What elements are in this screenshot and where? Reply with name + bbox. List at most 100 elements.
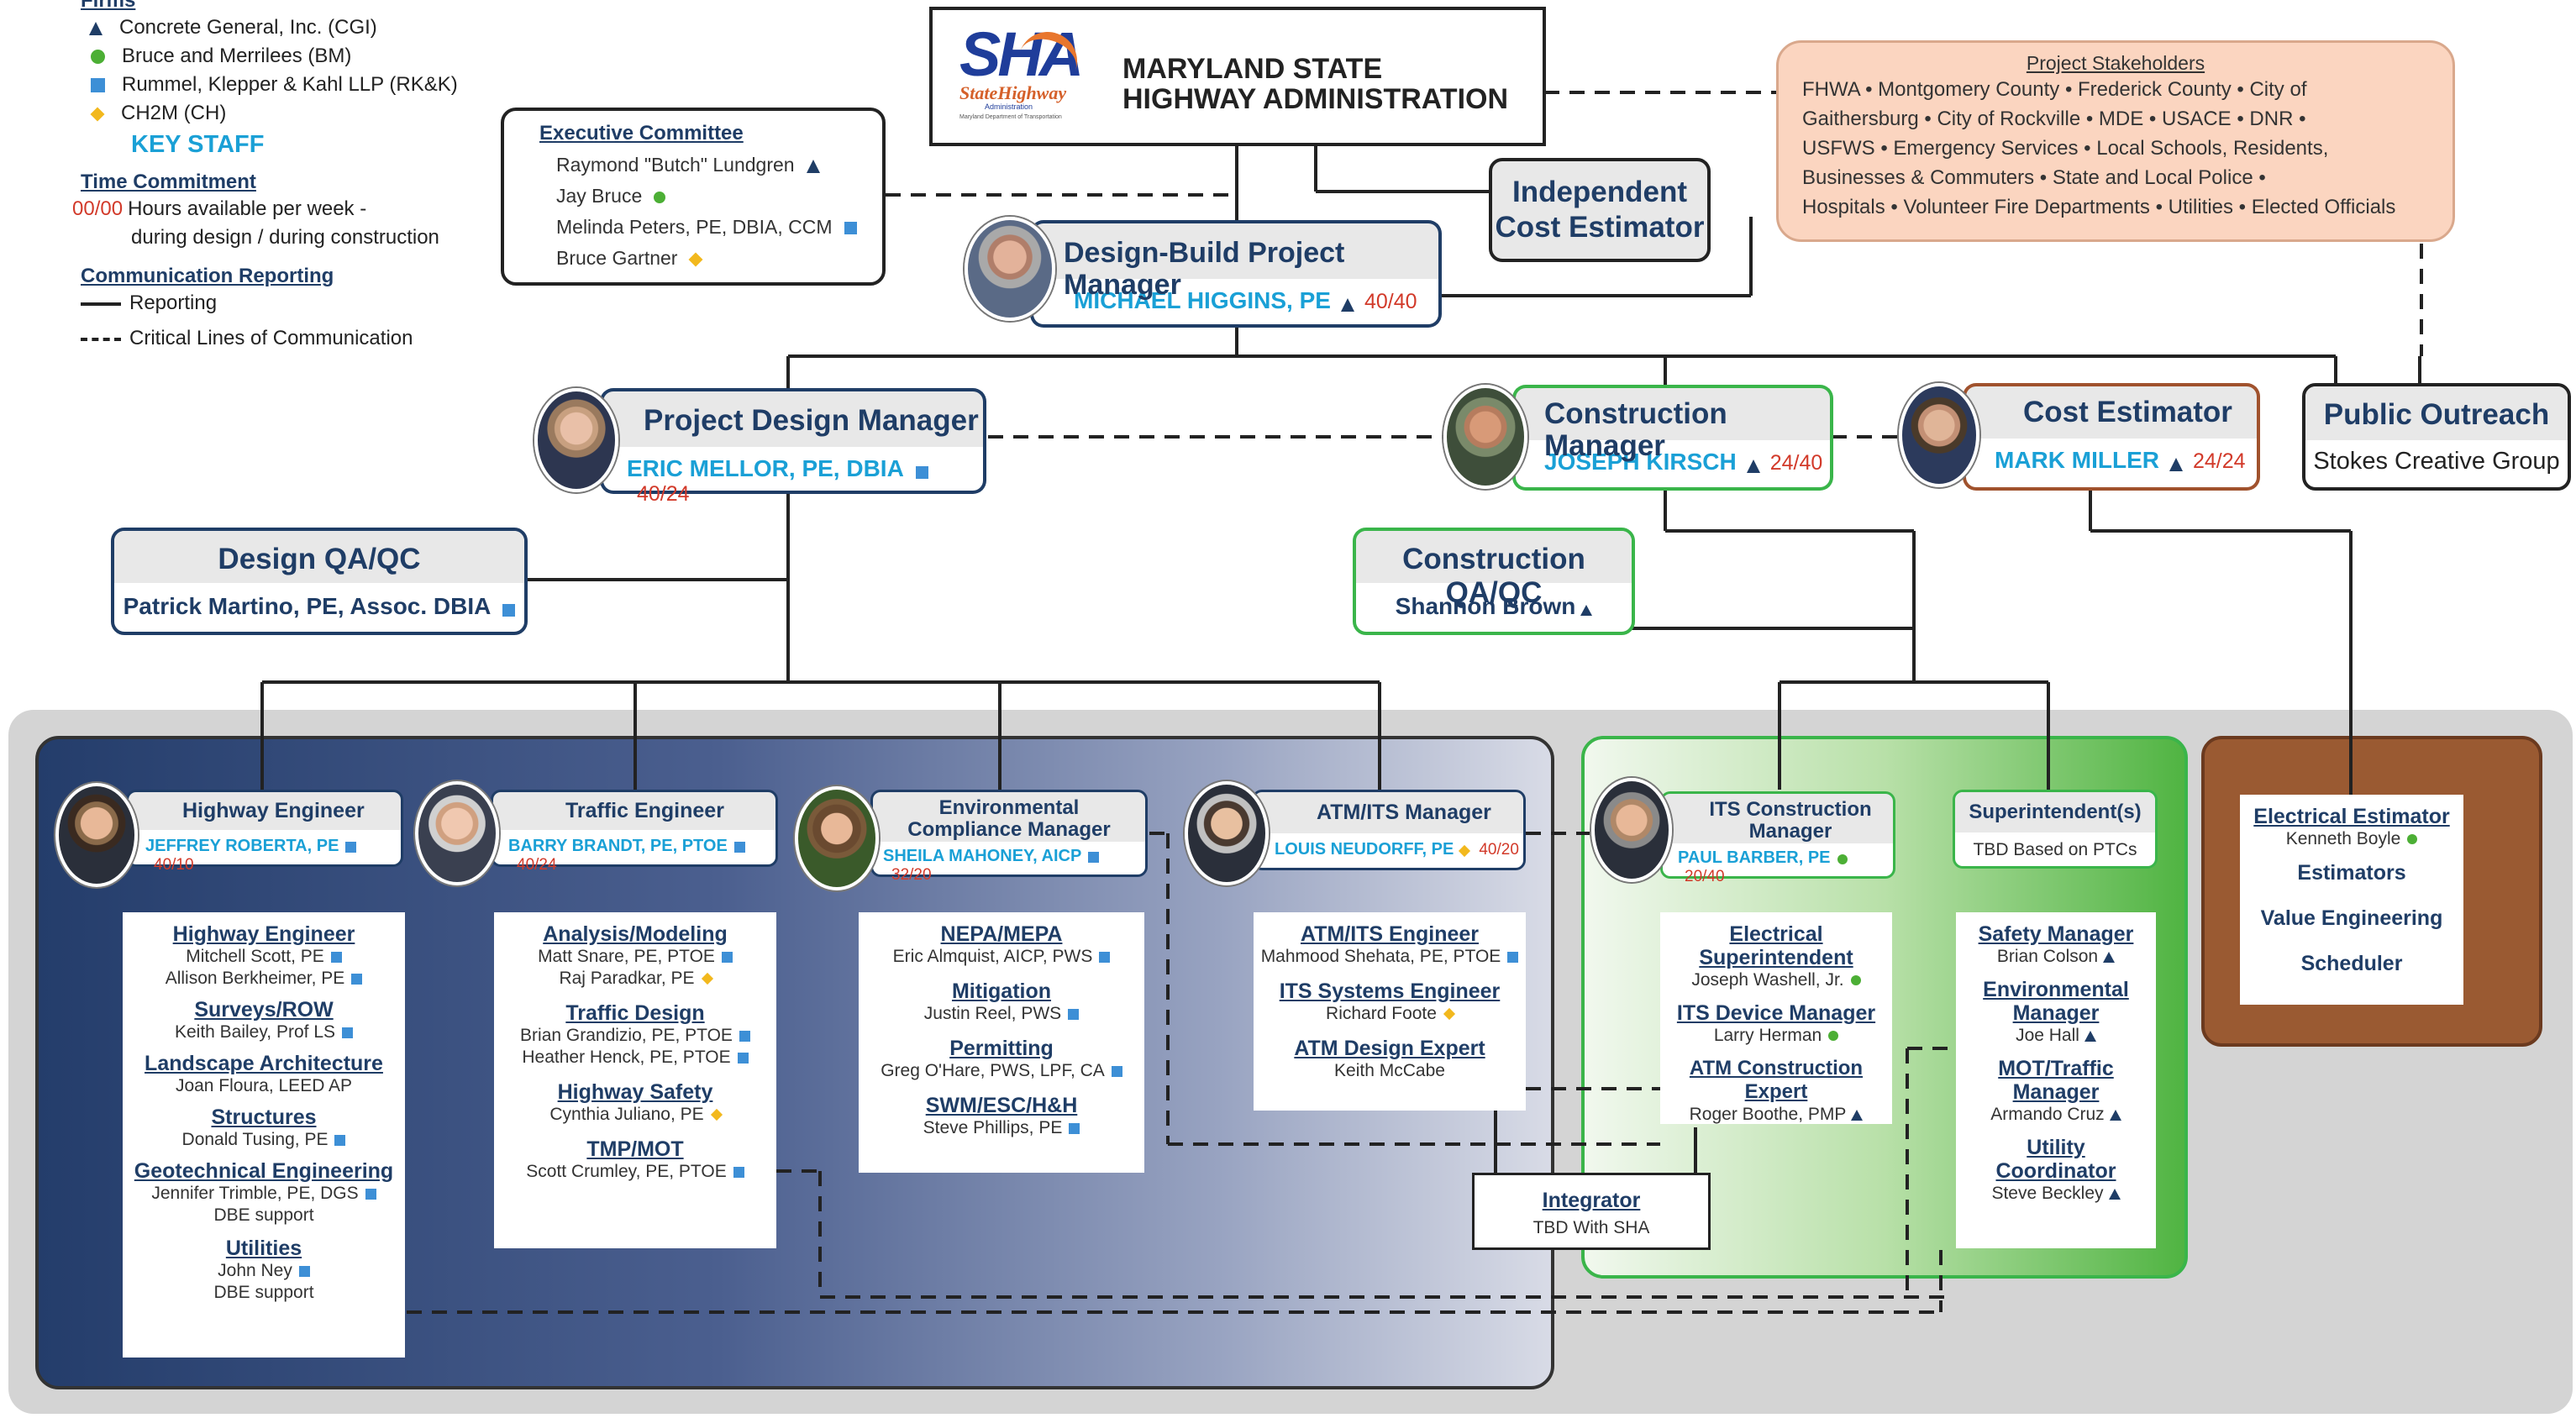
sub-section-title: ATM Construction Expert xyxy=(1689,1057,1864,1103)
cm-title-box: Construction Manager xyxy=(1512,385,1833,462)
circle-icon xyxy=(654,191,666,203)
its-construction-staff-box: Electrical Superintendent Joseph Washell… xyxy=(1660,912,1892,1124)
estimating-person: Kenneth Boyle xyxy=(2240,828,2463,850)
square-icon xyxy=(334,1134,346,1146)
design-qaqc-name: Patrick Martino, PE, Assoc. DBIA xyxy=(123,593,492,619)
sub-section-person: Richard Foote xyxy=(1254,1003,1526,1025)
sub-section-person: Keith Bailey, Prof LS xyxy=(123,1021,405,1043)
traffic-name: BARRY BRANDT, PE, PTOE xyxy=(508,837,728,855)
sub-section-title: Highway Safety xyxy=(557,1080,713,1104)
stakeholders-line: Gaithersburg • City of Rockville • MDE •… xyxy=(1802,108,2306,130)
its-construction-name-box: PAUL BARBER, PE20/40 xyxy=(1660,842,1895,885)
ce-title: Cost Estimator xyxy=(2023,396,2232,428)
environmental-name-box: SHEILA MAHONEY, AICP32/20 xyxy=(870,840,1148,884)
sub-section-person: Steve Phillips, PE xyxy=(859,1117,1144,1139)
traffic-hours: 40/24 xyxy=(517,856,557,874)
sub-section-person: Joe Hall xyxy=(1956,1025,2156,1047)
diamond-icon xyxy=(1459,844,1471,857)
integrator-box: Integrator TBD With SHA xyxy=(1472,1173,1711,1250)
environmental-photo xyxy=(795,786,879,890)
superintendent-name: TBD Based on PTCs xyxy=(1973,840,2137,859)
square-icon xyxy=(298,1265,310,1277)
its-construction-title-box: ITS Construction Manager xyxy=(1660,791,1895,843)
triangle-icon xyxy=(806,159,820,173)
sub-section-person: Raj Paradkar, PE xyxy=(494,968,776,990)
traffic-title-box: Traffic Engineer xyxy=(491,790,778,830)
atm-photo xyxy=(1185,781,1269,885)
outreach-name: Stokes Creative Group xyxy=(2313,448,2560,475)
square-icon xyxy=(1069,1122,1080,1134)
its-construction-title-1: ITS Construction xyxy=(1709,798,1872,821)
square-icon xyxy=(351,973,363,985)
sub-section-title: Environmental Manager xyxy=(1983,978,2129,1025)
highway-title: Highway Engineer xyxy=(182,799,365,822)
integrator-title: Integrator xyxy=(1542,1189,1641,1212)
integrator-name: TBD With SHA xyxy=(1532,1218,1650,1237)
legend-firm-rkk: Rummel, Klepper & Kahl LLP (RK&K) xyxy=(81,71,518,99)
sub-section-person: Justin Reel, PWS xyxy=(859,1003,1144,1025)
sub-section-person: Mitchell Scott, PE xyxy=(123,946,405,968)
outreach-title-bg: Public Outreach xyxy=(2305,386,2568,440)
sub-section-title: Geotechnical Engineering xyxy=(134,1159,394,1183)
design-qaqc-box: Design QA/QC Patrick Martino, PE, Assoc.… xyxy=(111,528,528,635)
legend-key-staff: KEY STAFF xyxy=(131,131,265,158)
construction-qaqc-title: Construction QA/QC xyxy=(1402,543,1585,609)
sub-section-title: Analysis/Modeling xyxy=(543,922,728,946)
square-icon xyxy=(91,78,105,93)
sub-section-title: Electrical Superintendent xyxy=(1699,922,1853,969)
sha-name-line2: HIGHWAY ADMINISTRATION xyxy=(1122,83,1509,115)
legend-firms-label: Firms xyxy=(81,0,136,12)
executive-committee-box: Executive Committee Raymond "Butch" Lund… xyxy=(501,108,886,286)
construction-qaqc-title-bg: Construction QA/QC xyxy=(1356,531,1632,609)
square-icon xyxy=(1507,951,1519,963)
sub-section-title: ITS Device Manager xyxy=(1676,1001,1876,1025)
superintendent-staff-box: Safety Manager Brian Colson Environmenta… xyxy=(1956,912,2156,1248)
its-construction-photo xyxy=(1591,778,1672,882)
square-icon xyxy=(330,951,342,963)
legend-firm-bm: Bruce and Merrilees (BM) xyxy=(81,42,518,71)
legend-firm-cgi: Concrete General, Inc. (CGI) xyxy=(81,13,518,42)
exec-member: Melinda Peters, PE, DBIA, CCM xyxy=(556,212,882,243)
superintendent-box: Superintendent(s) TBD Based on PTCs xyxy=(1953,790,2158,869)
square-icon xyxy=(1099,951,1111,963)
its-construction-title-2: Manager xyxy=(1748,820,1832,843)
environmental-title-2: Compliance Manager xyxy=(907,818,1111,841)
stakeholders-line: FHWA • Montgomery County • Frederick Cou… xyxy=(1802,78,2307,101)
stakeholders-title: Project Stakeholders xyxy=(2026,52,2205,74)
environmental-hours: 32/20 xyxy=(891,866,932,884)
sub-section-person: Donald Tusing, PE xyxy=(123,1129,405,1151)
square-icon xyxy=(1068,1008,1080,1020)
design-qaqc-title-bg: Design QA/QC xyxy=(114,531,524,583)
atm-title-box: ATM/ITS Manager xyxy=(1252,790,1526,833)
sub-section-title: Structures xyxy=(211,1106,317,1129)
ice-line1: Independent xyxy=(1511,176,1688,208)
triangle-icon xyxy=(2108,1188,2121,1200)
sub-section-title: Utilities xyxy=(225,1237,302,1260)
sha-logo-tiny: Maryland Department of Transportation xyxy=(959,114,1062,120)
db-pm-name: MICHAEL HIGGINS, PE xyxy=(1074,287,1331,313)
its-construction-name: PAUL BARBER, PE xyxy=(1678,848,1831,867)
exec-member: Jay Bruce xyxy=(556,181,882,212)
atm-hours: 40/20 xyxy=(1479,841,1519,859)
sub-section-person: DBE support xyxy=(213,1283,314,1302)
triangle-icon xyxy=(1851,1109,1864,1121)
construction-qaqc-name-row: Shannon Brown xyxy=(1356,593,1632,620)
design-qaqc-name-row: Patrick Martino, PE, Assoc. DBIA xyxy=(114,593,524,620)
sub-section-title: Mitigation xyxy=(951,979,1052,1003)
sha-agency-box: SHA StateHighway Administration Maryland… xyxy=(929,7,1546,146)
environmental-title-1: Environmental xyxy=(938,796,1080,819)
legend: Firms Concrete General, Inc. (CGI) Bruce… xyxy=(72,0,518,353)
independent-cost-estimator-box: Independent Cost Estimator xyxy=(1489,158,1711,262)
legend-comm-label: Communication Reporting xyxy=(81,265,334,287)
highway-photo xyxy=(55,783,138,887)
exec-title: Executive Committee xyxy=(539,122,744,144)
exec-member: Bruce Gartner xyxy=(556,243,882,274)
sub-section-title: TMP/MOT xyxy=(586,1137,684,1161)
sub-section-person: Matt Snare, PE, PTOE xyxy=(494,946,776,968)
sha-logo: SHA StateHighway Administration Maryland… xyxy=(959,24,1086,131)
sub-section-person: Roger Boothe, PMP xyxy=(1660,1104,1892,1126)
square-icon xyxy=(345,842,357,853)
triangle-icon xyxy=(1580,605,1593,617)
